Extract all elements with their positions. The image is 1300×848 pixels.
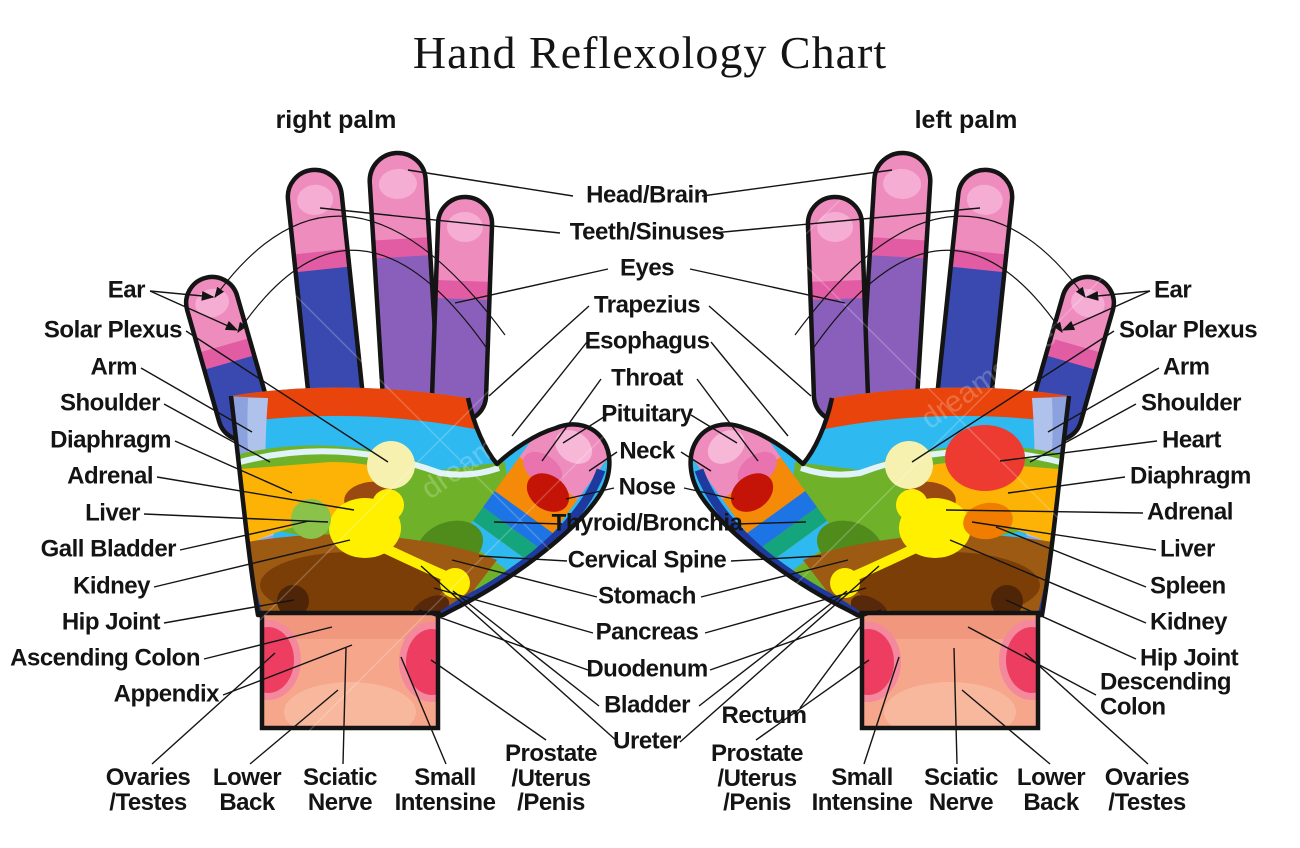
label-sciatic-nerve-right: Sciatic Nerve [924, 764, 998, 816]
label-bladder: Bladder [604, 691, 690, 719]
label-pancreas: Pancreas [595, 618, 699, 646]
hand-shape [180, 150, 612, 731]
label-throat: Throat [611, 364, 683, 392]
label-adrenal-right: Adrenal [1147, 498, 1233, 526]
label-arm-left: Arm [90, 353, 137, 381]
page-title: Hand Reflexology Chart [412, 27, 888, 78]
label-kidney-right: Kidney [1150, 608, 1228, 636]
subtitle-right-palm: right palm [275, 106, 397, 134]
label-prostate-uterus-penis-left: Prostate /Uterus /Penis [504, 740, 598, 817]
label-hip-joint-right: Hip Joint [1140, 644, 1239, 672]
leader-lines [140, 169, 1160, 765]
label-rectum: Rectum [721, 702, 807, 729]
label-descending-colon: Descending Colon [1100, 668, 1232, 720]
label-diaphragm-right: Diaphragm [1130, 462, 1251, 490]
label-heart: Heart [1162, 426, 1221, 454]
label-prostate-uterus-penis-right: Prostate /Uterus /Penis [710, 740, 804, 817]
spleen-region [963, 502, 1013, 540]
label-lower-back-left: Lower Back [212, 764, 282, 816]
label-liver-right: Liver [1160, 535, 1215, 563]
label-liver-left: Liver [85, 499, 140, 527]
left-palm-hand [675, 151, 1120, 742]
label-teeth-sinuses: Teeth/Sinuses [569, 218, 725, 246]
label-gall-bladder: Gall Bladder [40, 535, 177, 563]
label-head-brain: Head/Brain [586, 181, 708, 209]
subtitle-left-palm: left palm [914, 106, 1018, 134]
label-spleen: Spleen [1150, 572, 1226, 600]
heart-region [945, 425, 1025, 491]
label-trapezius: Trapezius [593, 291, 701, 319]
label-appendix: Appendix [113, 680, 220, 708]
label-lower-back-right: Lower Back [1016, 764, 1086, 816]
label-adrenal-left: Adrenal [67, 462, 153, 490]
gall-bladder-region [291, 499, 331, 539]
label-small-intestine-right: Small Intensine [811, 764, 913, 816]
label-ascending-colon: Ascending Colon [10, 644, 200, 672]
label-neck: Neck [619, 437, 675, 465]
label-thyroid-bronchia: Thyroid/Bronchia [551, 509, 743, 537]
label-ear-left: Ear [107, 276, 146, 304]
label-nose: Nose [618, 473, 676, 501]
label-cervical-spine: Cervical Spine [567, 546, 727, 574]
label-eyes: Eyes [619, 254, 675, 282]
label-solar-plexus-left: Solar Plexus [43, 316, 183, 344]
label-sciatic-nerve-left: Sciatic Nerve [303, 764, 377, 816]
label-ovaries-testes-left: Ovaries /Testes [105, 764, 191, 816]
label-duodenum: Duodenum [586, 655, 708, 683]
label-diaphragm-left: Diaphragm [50, 426, 171, 454]
label-esophagus: Esophagus [584, 327, 710, 355]
label-ovaries-testes-right: Ovaries /Testes [1104, 764, 1190, 816]
label-small-intestine-left: Small Intensine [394, 764, 496, 816]
label-shoulder-right: Shoulder [1141, 389, 1242, 417]
label-hip-joint-left: Hip Joint [61, 608, 161, 636]
label-kidney-left: Kidney [72, 572, 151, 600]
label-arm-right: Arm [1163, 353, 1210, 381]
label-ear-right: Ear [1154, 276, 1192, 304]
label-pituitary: Pituitary [601, 400, 693, 428]
label-solar-plexus-right: Solar Plexus [1119, 316, 1258, 344]
label-shoulder-left: Shoulder [59, 389, 161, 417]
label-stomach: Stomach [598, 582, 696, 610]
label-ureter: Ureter [613, 727, 681, 755]
